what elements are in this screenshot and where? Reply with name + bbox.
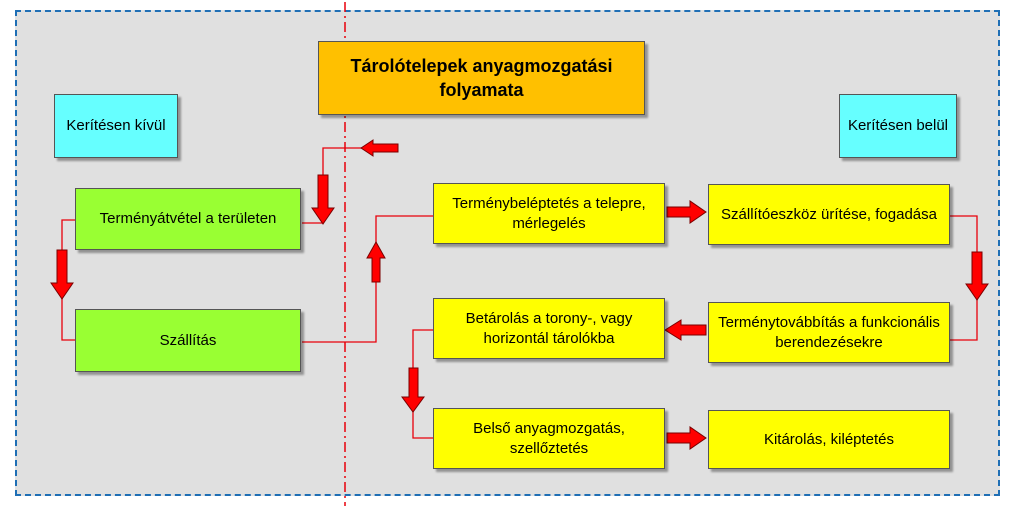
label-outside-fence: Kerítésen kívül xyxy=(54,94,178,158)
arrow-down-storage xyxy=(401,367,425,413)
step-unloading: Szállítóeszköz ürítése, fogadása xyxy=(708,184,950,245)
arrow-left-forwarding-storage xyxy=(664,319,707,341)
diagram-title: Tárolótelepek anyagmozgatási folyamata xyxy=(318,41,645,115)
arrow-right-internal-exit xyxy=(666,426,707,450)
label-outside-fence-text: Kerítésen kívül xyxy=(66,117,166,135)
step-forwarding: Terménytovábbítás a funkcionális berende… xyxy=(708,302,950,363)
step-receipt: Terményátvétel a területen xyxy=(75,188,301,250)
step-internal-handling: Belső anyagmozgatás, szellőztetés xyxy=(433,408,665,469)
arrow-down-left-side xyxy=(50,249,74,300)
step-exit: Kitárolás, kiléptetés xyxy=(708,410,950,469)
connector-transport-to-entry xyxy=(302,215,433,343)
step-transport: Szállítás xyxy=(75,309,301,372)
step-entry-text: Terménybeléptetés a telepre, mérlegelés xyxy=(452,195,646,232)
arrow-down-right-side xyxy=(965,251,989,301)
step-internal-handling-text: Belső anyagmozgatás, szellőztetés xyxy=(473,420,625,457)
arrow-left-incoming xyxy=(360,139,399,157)
arrow-up-transport xyxy=(366,240,386,283)
step-exit-text: Kitárolás, kiléptetés xyxy=(763,430,895,448)
label-inside-fence-text: Kerítésen belül xyxy=(847,117,949,135)
label-inside-fence: Kerítésen belül xyxy=(839,94,957,158)
step-forwarding-text: Terménytovábbítás a funkcionális berende… xyxy=(718,314,940,351)
step-storage-text: Betárolás a torony-, vagy horizontál tár… xyxy=(465,310,633,347)
step-receipt-text: Terményátvétel a területen xyxy=(99,210,277,228)
arrow-right-entry-unloading xyxy=(666,200,707,224)
diagram-title-text: Tárolótelepek anyagmozgatási folyamata xyxy=(350,55,613,100)
arrow-down-receipt xyxy=(311,174,335,225)
step-entry: Terménybeléptetés a telepre, mérlegelés xyxy=(433,183,665,244)
step-transport-text: Szállítás xyxy=(159,331,217,349)
step-storage: Betárolás a torony-, vagy horizontál tár… xyxy=(433,298,665,359)
step-unloading-text: Szállítóeszköz ürítése, fogadása xyxy=(721,205,937,223)
